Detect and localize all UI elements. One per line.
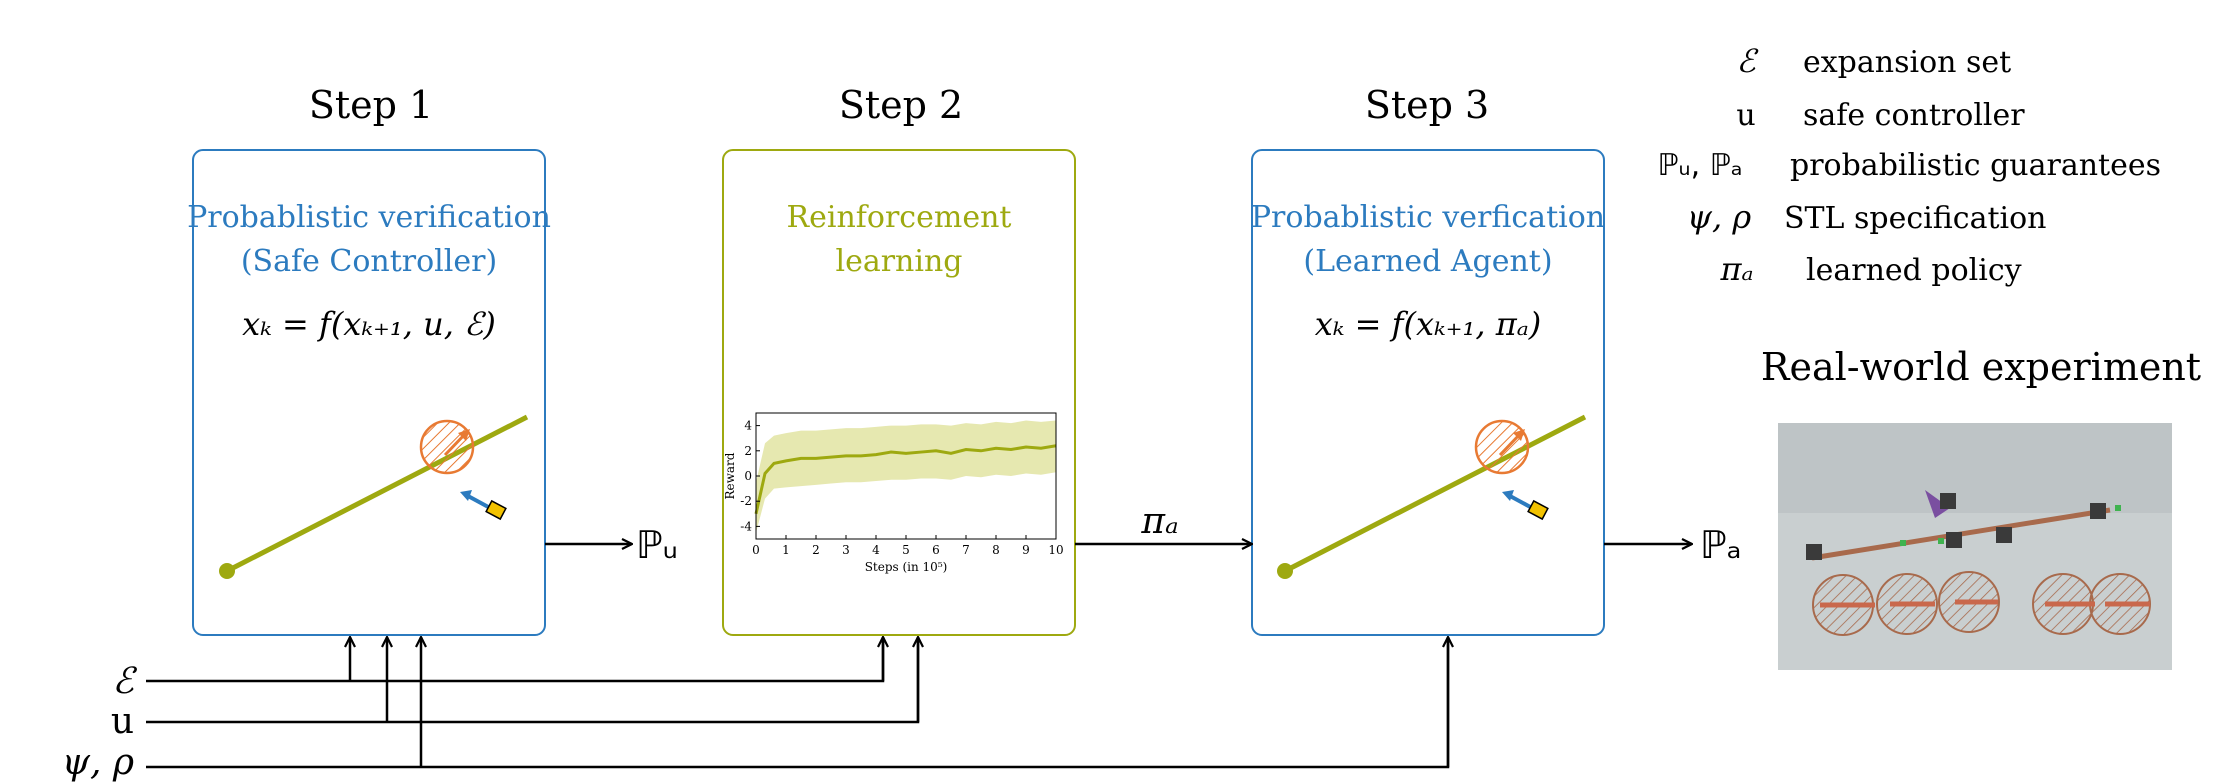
x-tick-label-8: 8 xyxy=(992,543,1000,557)
step1-obstacle-arrowhead xyxy=(458,429,470,441)
step3-start-dot xyxy=(1277,563,1293,579)
step1-heading: Step 1 xyxy=(309,83,433,127)
x-tick-label-2: 2 xyxy=(812,543,820,557)
photo-robot-1 xyxy=(1806,544,1822,560)
legend-text-policy: learned policy xyxy=(1806,253,2022,288)
step1-robot-icon xyxy=(485,499,507,521)
legend-text-expansion-set: expansion set xyxy=(1803,45,2011,80)
x-tick-label-1: 1 xyxy=(782,543,790,557)
step2-box xyxy=(722,149,1076,636)
step3-title-line1: Probablistic verfication xyxy=(1251,200,1605,235)
step3-obstacle xyxy=(1474,419,1530,475)
legend-text-guarantees: probabilistic guarantees xyxy=(1790,148,2161,183)
y-tick-label-0: 0 xyxy=(744,469,752,483)
step1-scene xyxy=(219,414,529,579)
photo-robot-4 xyxy=(1996,527,2012,543)
input-wiring xyxy=(146,637,1450,769)
photo-marker-3 xyxy=(2115,505,2121,511)
step1-output-label: ℙᵤ xyxy=(636,523,678,567)
step3-output-label: ℙₐ xyxy=(1700,523,1742,567)
step2-title-line2: learning xyxy=(835,244,962,279)
x-axis-label: Steps (in 10⁵) xyxy=(865,560,948,574)
legend-text-stl-spec: STL specification xyxy=(1784,201,2047,236)
wire-controller xyxy=(146,637,920,724)
wire-stl-spec xyxy=(146,637,1450,769)
step3-robot-arrowhead xyxy=(1502,490,1514,501)
step1-start-dot xyxy=(219,563,235,579)
legend-symbol-controller: u xyxy=(1736,98,1755,133)
photo-marker-2 xyxy=(1938,538,1944,544)
legend-symbol-guarantees: ℙᵤ, ℙₐ xyxy=(1657,148,1742,183)
wire-expansion-set xyxy=(146,637,885,683)
y-tick-label--4: -4 xyxy=(740,519,752,533)
legend: ℰ expansion set u safe controller ℙᵤ, ℙₐ… xyxy=(1657,42,2161,288)
y-tick-label-4: 4 xyxy=(744,419,752,433)
x-tick-label-6: 6 xyxy=(932,543,940,557)
x-tick-label-0: 0 xyxy=(752,543,760,557)
input-label-expansion-set: ℰ xyxy=(112,661,137,702)
y-tick-label-2: 2 xyxy=(744,444,752,458)
photo-robot-2 xyxy=(1940,493,1956,509)
x-tick-label-9: 9 xyxy=(1022,543,1030,557)
experiment-photo xyxy=(1778,423,2172,670)
step3-scene xyxy=(1277,414,1587,579)
photo-robot-5 xyxy=(2090,503,2106,519)
step1-title-line2: (Safe Controller) xyxy=(241,244,497,279)
y-tick-label--2: -2 xyxy=(740,494,752,508)
step3-equation: xₖ = f(xₖ₊₁, πₐ) xyxy=(1315,305,1542,343)
legend-symbol-policy: πₐ xyxy=(1719,250,1753,288)
x-tick-label-3: 3 xyxy=(842,543,850,557)
photo-direction-arrow xyxy=(1925,490,1950,518)
legend-symbol-stl-spec: ψ, ρ xyxy=(1687,198,1751,236)
step1-robot-arrowhead xyxy=(460,490,472,501)
photo-marker-1 xyxy=(1900,540,1906,546)
step1-path-line xyxy=(225,414,529,574)
reward-mean-line xyxy=(754,444,1057,515)
step3-title-line2: (Learned Agent) xyxy=(1303,244,1552,279)
step1-box xyxy=(192,149,546,636)
input-label-controller: u xyxy=(111,701,134,742)
x-tick-label-4: 4 xyxy=(872,543,880,557)
legend-text-controller: safe controller xyxy=(1803,98,2025,133)
step1-equation: xₖ = f(xₖ₊₁, u, ℰ) xyxy=(242,305,496,343)
step1-title-line1: Probablistic verification xyxy=(187,200,551,235)
step1-obstacle xyxy=(419,419,475,475)
step3-box xyxy=(1251,149,1605,636)
step3-path-line xyxy=(1283,414,1587,574)
step2-heading: Step 2 xyxy=(839,83,963,127)
step3-robot-icon xyxy=(1527,499,1549,521)
photo-robot-3 xyxy=(1946,532,1962,548)
step3-heading: Step 3 xyxy=(1365,83,1489,127)
x-tick-label-7: 7 xyxy=(962,543,970,557)
step3-obstacle-arrowhead xyxy=(1513,429,1525,441)
input-label-stl-spec: ψ, ρ xyxy=(62,742,134,782)
step2-title-line1: Reinforcement xyxy=(787,200,1012,235)
x-tick-label-5: 5 xyxy=(902,543,910,557)
experiment-title: Real-world experiment xyxy=(1761,345,2201,389)
y-axis-label: Reward xyxy=(723,452,737,499)
x-tick-label-10: 10 xyxy=(1048,543,1063,557)
reward-confidence-band xyxy=(756,420,1056,533)
legend-symbol-expansion-set: ℰ xyxy=(1736,42,1759,80)
photo-shade xyxy=(1778,423,2172,513)
step2-output-label: πₐ xyxy=(1140,501,1178,542)
